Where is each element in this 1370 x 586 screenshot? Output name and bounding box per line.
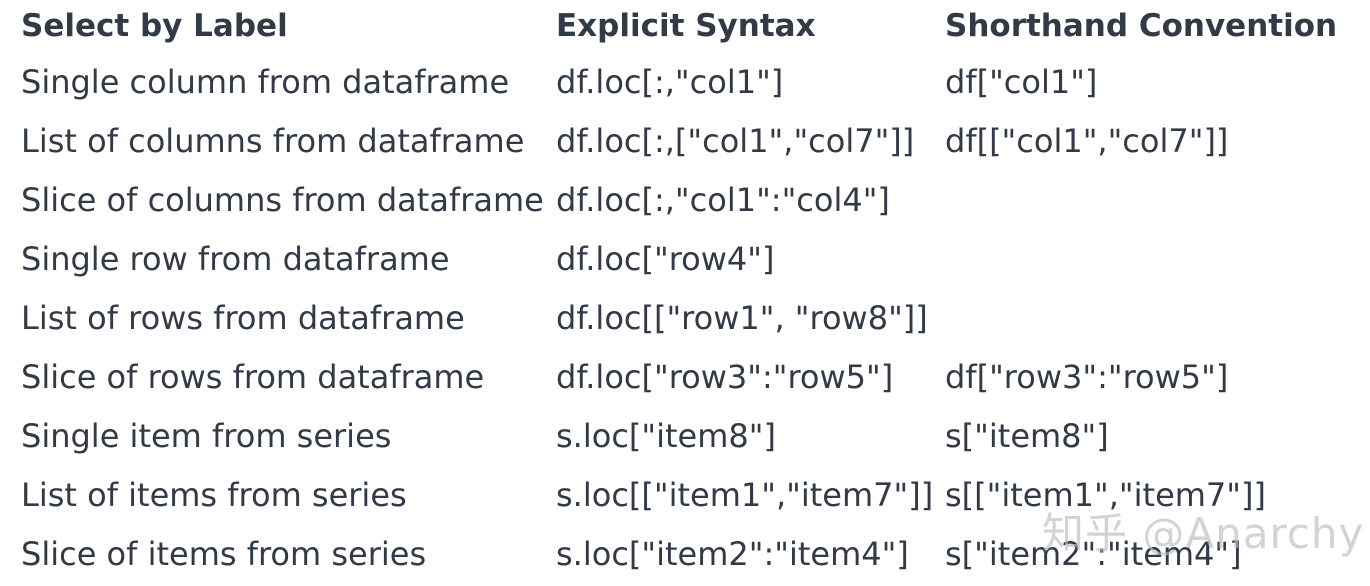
row-description: Slice of items from series	[21, 534, 427, 573]
explicit-syntax-cell: s.loc["item8"]	[556, 416, 776, 455]
table-row: Single row from dataframe df.loc["row4"]	[21, 229, 1370, 288]
row-description: Single item from series	[21, 416, 392, 455]
explicit-syntax-cell: s.loc["item2":"item4"]	[556, 534, 909, 573]
explicit-syntax-cell: df.loc["row4"]	[556, 239, 775, 278]
table-row: Slice of items from series s.loc["item2"…	[21, 524, 1370, 583]
row-description: List of rows from dataframe	[21, 298, 465, 337]
explicit-syntax-cell: df.loc[["row1", "row8"]]	[556, 298, 928, 337]
table-row: List of columns from dataframe df.loc[:,…	[21, 111, 1370, 170]
explicit-syntax-cell: s.loc[["item1","item7"]]	[556, 475, 934, 514]
row-description: List of items from series	[21, 475, 407, 514]
row-description: Slice of columns from dataframe	[21, 180, 544, 219]
header-select-by-label: Select by Label	[21, 7, 288, 44]
watermark: 知乎 @Anarchy	[1042, 509, 1365, 558]
shorthand-cell: df["row3":"row5"]	[945, 357, 1229, 396]
table-row: Slice of columns from dataframe df.loc[:…	[21, 170, 1370, 229]
explicit-syntax-cell: df.loc["row3":"row5"]	[556, 357, 894, 396]
table-row: List of items from series s.loc[["item1"…	[21, 465, 1370, 524]
header-shorthand-convention: Shorthand Convention	[945, 7, 1338, 44]
row-description: Single row from dataframe	[21, 239, 450, 278]
table-row: Single item from series s.loc["item8"] s…	[21, 406, 1370, 465]
row-description: Slice of rows from dataframe	[21, 357, 485, 396]
row-description: Single column from dataframe	[21, 62, 510, 101]
selection-table: Select by Label Explicit Syntax Shorthan…	[21, 0, 1370, 583]
row-description: List of columns from dataframe	[21, 121, 525, 160]
table-row: List of rows from dataframe df.loc[["row…	[21, 288, 1370, 347]
shorthand-cell: df["col1"]	[945, 62, 1098, 101]
table-row: Slice of rows from dataframe df.loc["row…	[21, 347, 1370, 406]
shorthand-cell: s["item8"]	[945, 416, 1109, 455]
explicit-syntax-cell: df.loc[:,["col1","col7"]]	[556, 121, 915, 160]
explicit-syntax-cell: df.loc[:,"col1":"col4"]	[556, 180, 890, 219]
shorthand-cell: df[["col1","col7"]]	[945, 121, 1229, 160]
table-row: Single column from dataframe df.loc[:,"c…	[21, 52, 1370, 111]
shorthand-cell: s["item2":"item4"]	[945, 534, 1242, 573]
shorthand-cell: s[["item1","item7"]]	[945, 475, 1266, 514]
explicit-syntax-cell: df.loc[:,"col1"]	[556, 62, 784, 101]
table-header-row: Select by Label Explicit Syntax Shorthan…	[21, 0, 1370, 52]
header-explicit-syntax: Explicit Syntax	[556, 7, 816, 44]
